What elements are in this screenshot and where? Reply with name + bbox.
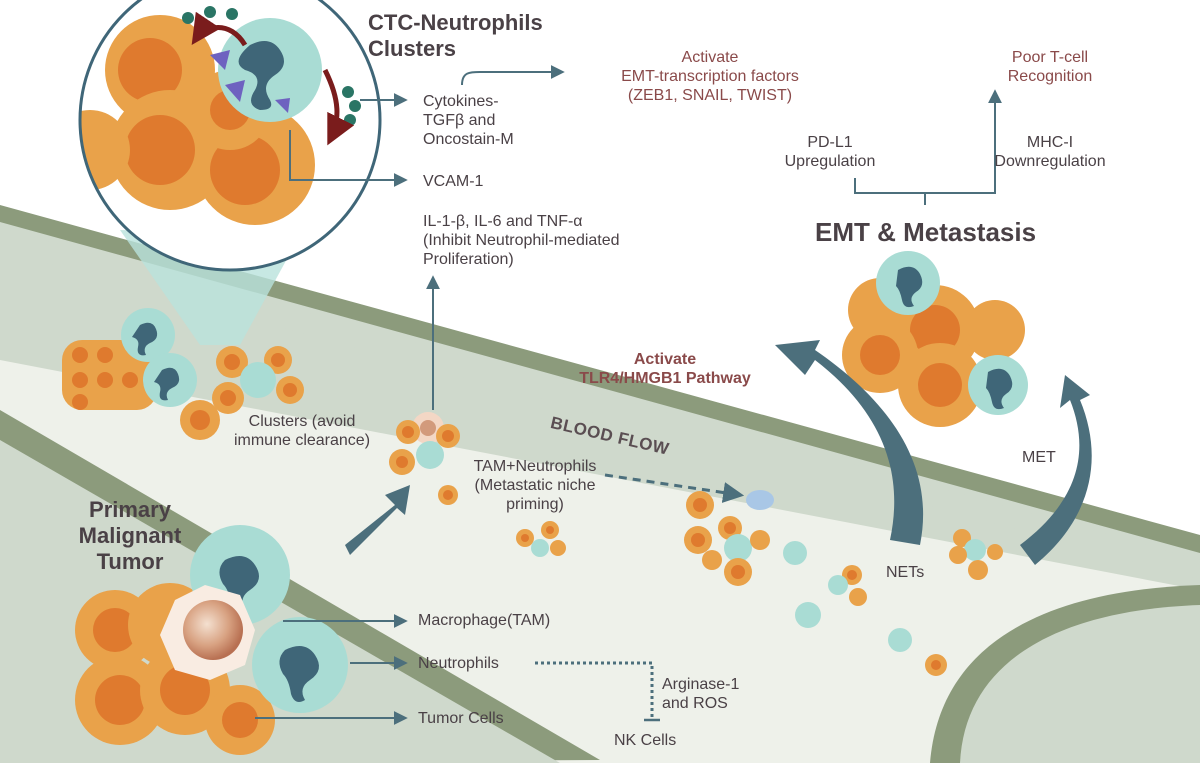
emt-metastasis-title: EMT & Metastasis bbox=[815, 217, 1037, 247]
nets-label: NETs bbox=[886, 564, 925, 581]
neutrophils-label: Neutrophils bbox=[418, 655, 499, 672]
tam-neutrophils-label: TAM+Neutrophils (Metastatic niche primin… bbox=[473, 458, 597, 513]
nk-cells-label: NK Cells bbox=[614, 732, 677, 749]
primary-tumor-title: Primary Malignant Tumor bbox=[78, 497, 182, 574]
mhc-label: MHC-I Downregulation bbox=[994, 134, 1106, 170]
big-arrows bbox=[345, 340, 1092, 565]
connectors bbox=[255, 65, 1002, 725]
ctc-clusters-title: CTC-Neutrophils Clusters bbox=[368, 10, 543, 61]
tlr4-label: Activate TLR4/HMGB1 Pathway bbox=[579, 351, 751, 387]
mid-cluster bbox=[389, 412, 460, 505]
arginase-label: Arginase-1 and ROS bbox=[662, 676, 740, 712]
primary-tumor-cells bbox=[75, 525, 348, 755]
left-cluster bbox=[62, 308, 304, 440]
clusters-label: Clusters (avoid immune clearance) bbox=[233, 413, 371, 449]
emt-tf-label: Activate EMT-transcription factors (ZEB1… bbox=[621, 49, 799, 104]
circulating-cells bbox=[516, 490, 1003, 676]
tumor-cells-label: Tumor Cells bbox=[418, 710, 504, 727]
vcam-label: VCAM-1 bbox=[423, 173, 484, 190]
cytokines-label: Cytokines- TGFβ and Oncostain-M bbox=[423, 93, 514, 148]
met-label: MET bbox=[1022, 449, 1056, 466]
macrophage-label: Macrophage(TAM) bbox=[418, 612, 551, 629]
il-label: IL-1-β, IL-6 and TNF-α (Inhibit Neutroph… bbox=[423, 213, 620, 268]
magnifier-circle bbox=[78, 0, 382, 272]
pdl1-label: PD-L1 Upregulation bbox=[784, 134, 876, 170]
poor-tcell-label: Poor T-cell Recognition bbox=[1007, 49, 1093, 85]
metastasis-cluster bbox=[842, 251, 1028, 427]
